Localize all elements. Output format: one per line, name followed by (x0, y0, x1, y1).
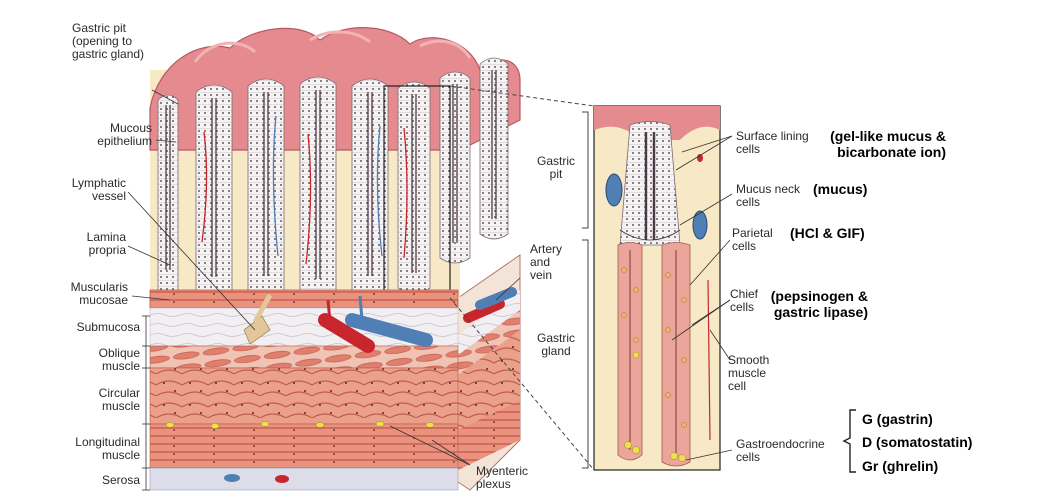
label-serosa: Serosa (101, 473, 140, 487)
label-chief-cells: Chief cells (730, 287, 759, 314)
label-submucosa: Submucosa (76, 320, 140, 334)
serosa-layer (149, 467, 459, 491)
secretion-endocrine-gr: Gr (ghrelin) (862, 458, 939, 474)
longitudinal-muscle-layer (149, 423, 459, 469)
secretion-chief: (pepsinogen & gastric lipase) (770, 288, 868, 320)
label-parietal-cells: Parietal cells (732, 226, 773, 253)
myenteric-plexus-dots (165, 421, 435, 429)
secretion-surface-lining: (gel-like mucus & bicarbonate ion) (830, 128, 946, 160)
right-leader-lines (389, 135, 733, 466)
stomach-wall-block (149, 27, 595, 491)
label-artery-vein: Artery and vein (530, 242, 563, 282)
secretion-endocrine-g: G (gastrin) (862, 411, 933, 427)
label-circular-muscle: Circular muscle (98, 386, 140, 413)
secretion-parietal: (HCl & GIF) (790, 225, 865, 241)
label-gastric-pit-region: Gastric pit (536, 154, 575, 181)
label-gastric-pit: Gastric pit (opening to gastric gland) (72, 21, 145, 61)
left-leader-lines (127, 89, 256, 491)
muscularis-mucosae-layer (149, 289, 459, 309)
oblique-muscle-layer (149, 345, 459, 369)
label-gastric-gland-region: Gastric gland (536, 331, 575, 358)
gland-detail-panel (593, 105, 721, 471)
label-lymphatic-vessel: Lymphatic vessel (71, 176, 126, 203)
circular-muscle-layer (149, 367, 459, 425)
region-brackets (582, 111, 589, 469)
label-smooth-muscle-cell: Smooth muscle cell (728, 353, 770, 393)
label-gastroendocrine-cells: Gastroendocrine cells (736, 437, 825, 464)
gastric-glands (157, 57, 509, 298)
label-lamina-propria: Lamina propria (86, 230, 126, 257)
secretion-mucus-neck: (mucus) (813, 181, 868, 197)
label-oblique-muscle: Oblique muscle (98, 346, 140, 373)
label-longitudinal-muscle: Longitudinal muscle (75, 435, 140, 462)
label-myenteric-plexus: Myenteric plexus (476, 464, 529, 491)
label-muscularis-mucosae: Muscularis mucosae (70, 280, 128, 307)
secretion-endocrine-d: D (somatostatin) (862, 434, 973, 450)
endocrine-bracket (842, 409, 856, 473)
submucosal-vessels (243, 287, 517, 353)
label-mucous-epithelium: Mucous epithelium (97, 121, 152, 148)
label-surface-lining-cells: Surface lining cells (736, 129, 809, 156)
label-mucus-neck-cells: Mucus neck cells (736, 182, 801, 209)
